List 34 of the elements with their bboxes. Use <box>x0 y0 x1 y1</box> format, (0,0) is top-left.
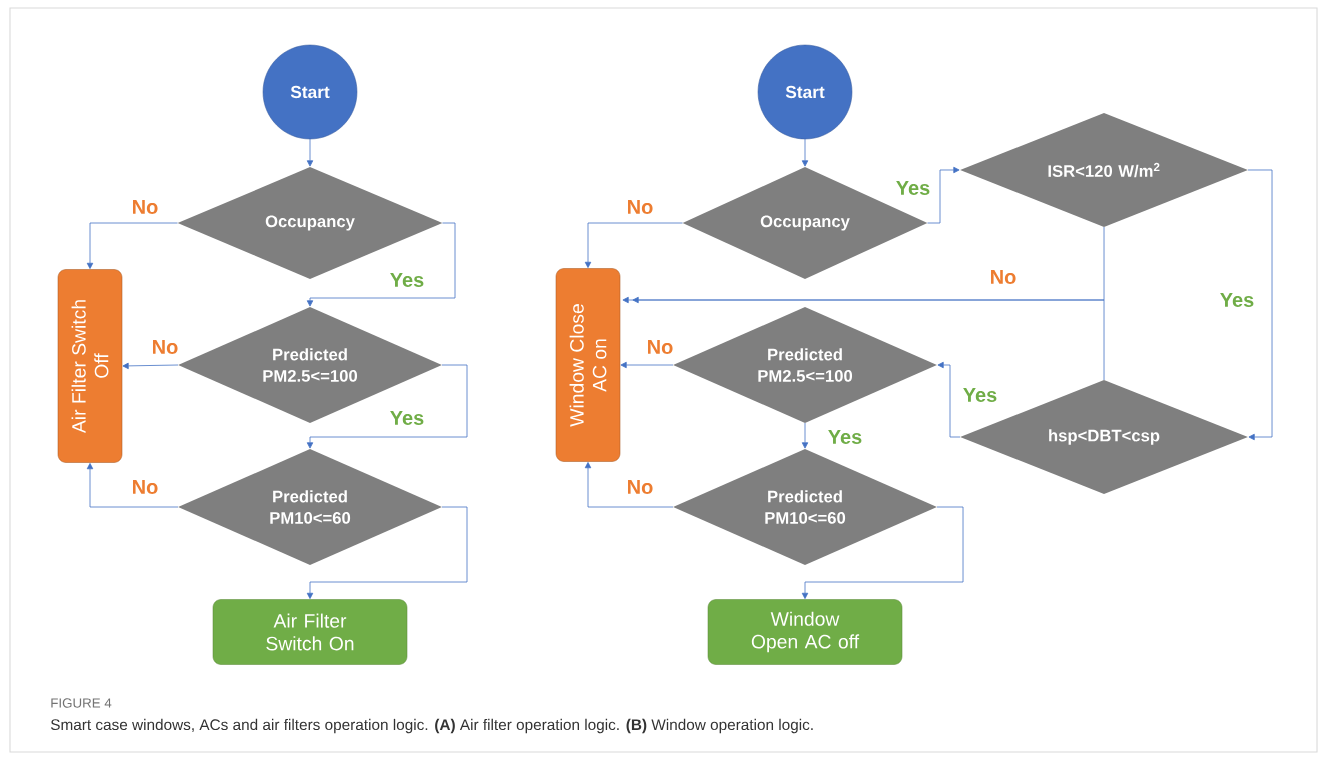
arrow <box>801 506 964 599</box>
arrow <box>620 361 674 369</box>
arrow <box>927 166 960 224</box>
arrow <box>306 222 456 307</box>
arrow <box>584 462 674 508</box>
caption: Smart case windows, ACs and air filters operation logic. (A) Air filter operation logic. (B) Window operation logic. <box>50 718 813 734</box>
edge-label: No <box>130 478 160 496</box>
arrow <box>622 226 1105 304</box>
edge-label: No <box>625 478 655 496</box>
process-box: Window Close AC on <box>555 268 621 462</box>
arrow <box>1247 169 1273 441</box>
edge-label: Yes <box>961 386 999 404</box>
edge-label: No <box>625 198 655 216</box>
process-box: Window Open AC off <box>707 599 903 665</box>
edge-label: No <box>130 198 160 216</box>
figure-number: FIGURE 4 <box>51 698 112 708</box>
arrow <box>632 296 1105 381</box>
process-box: Air Filter Switch Off <box>57 269 123 463</box>
arrow <box>86 463 179 508</box>
arrow <box>122 362 179 370</box>
arrow <box>306 364 468 449</box>
edge-label: Yes <box>826 428 864 446</box>
arrow <box>801 138 809 167</box>
arrow <box>306 138 314 167</box>
arrow <box>584 222 683 268</box>
arrow <box>86 222 178 269</box>
process-box: Air Filter Switch On <box>212 599 408 665</box>
arrow <box>801 422 809 449</box>
edge-label: Yes <box>1218 291 1256 309</box>
edge-label: No <box>645 338 675 356</box>
edge-label: No <box>988 268 1018 286</box>
arrow <box>306 506 468 599</box>
arrow <box>937 361 961 438</box>
edge-label: No <box>150 338 180 356</box>
